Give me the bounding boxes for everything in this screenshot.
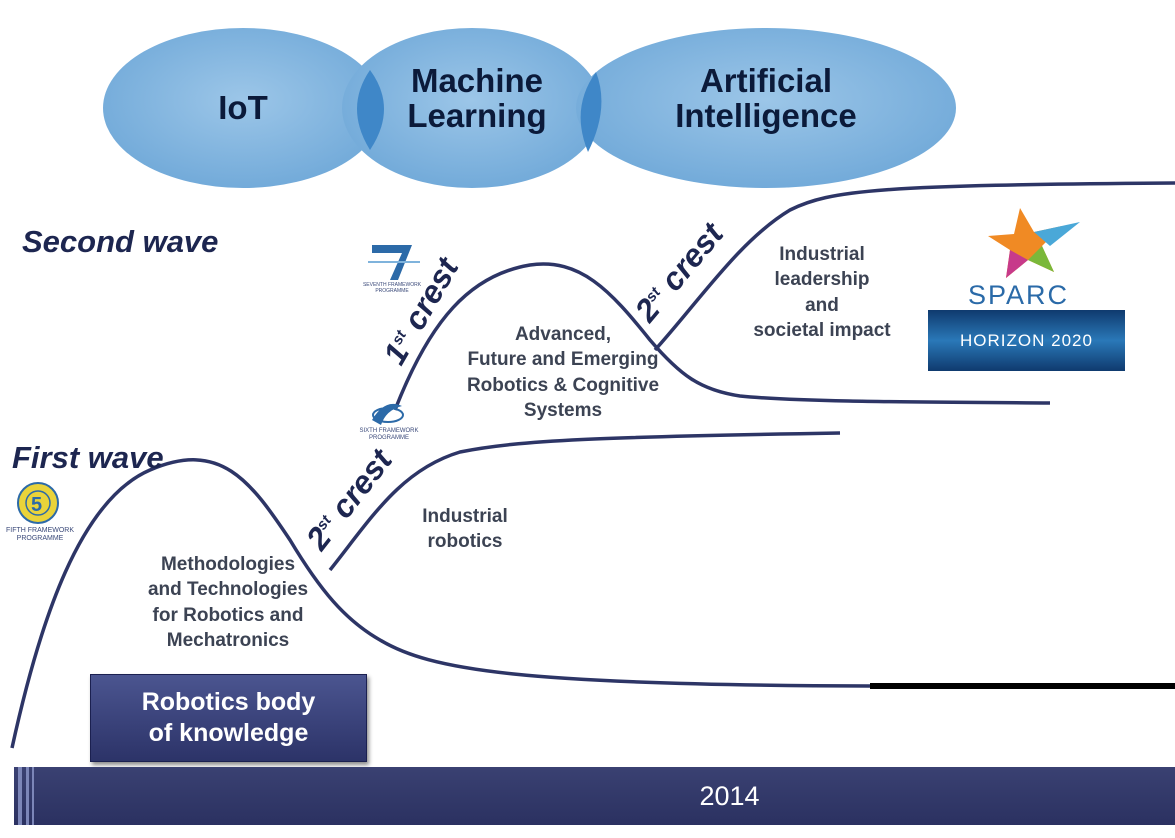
svg-text:5: 5 [31, 494, 42, 516]
advanced-systems-label: Advanced, Future and Emerging Robotics &… [466, 324, 660, 421]
timeline-year: 2014 [699, 781, 760, 811]
overlap-iot-ml [357, 70, 384, 150]
fp5-logo-text: FIFTH FRAMEWORK PROGRAMME [5, 527, 75, 543]
industrial-robotics-label: Industrial robotics [422, 506, 508, 553]
iot-label: IoT [218, 89, 268, 126]
second-wave-label: Second wave [22, 224, 219, 259]
fp7-logo-icon [368, 245, 420, 280]
second-wave-hump [393, 262, 1051, 411]
methodologies-label: Methodologies and Technologies for Robot… [147, 554, 309, 651]
artificial-intelligence-label: Artificial Intelligence [675, 62, 857, 134]
sparc-logo-text: SPARC [968, 280, 1070, 310]
artificial-intelligence-ellipse [576, 28, 956, 188]
fp7-logo-text: SEVENTH FRAMEWORK PROGRAMME [362, 282, 422, 294]
fp5-logo-icon: 5 [17, 482, 59, 524]
fp6-logo-text: SIXTH FRAMEWORK PROGRAMME [359, 428, 419, 442]
machine-learning-ellipse [342, 28, 602, 188]
fp6-logo-icon [372, 403, 404, 425]
machine-learning-label: Machine Learning [407, 62, 547, 134]
overlap-ml-ai [580, 72, 602, 152]
robotics-body-of-knowledge-box: Robotics body of knowledge [90, 674, 367, 762]
timeline-stripe [32, 767, 34, 825]
second-wave-second-crest [653, 181, 1175, 352]
first-wave-second-crest [328, 431, 841, 572]
horizon-2020-logo: HORIZON 2020 [928, 310, 1125, 371]
iot-ellipse [103, 28, 383, 188]
timeline-bar: 2014 [14, 767, 1175, 825]
timeline-stripe [18, 767, 22, 825]
first-wave-hump [10, 458, 871, 749]
industrial-leadership-label: Industrial leadership and societal impac… [753, 244, 891, 341]
timeline-stripe [26, 767, 29, 825]
sparc-star-icon [988, 208, 1080, 278]
first-wave-label: First wave [12, 440, 164, 475]
